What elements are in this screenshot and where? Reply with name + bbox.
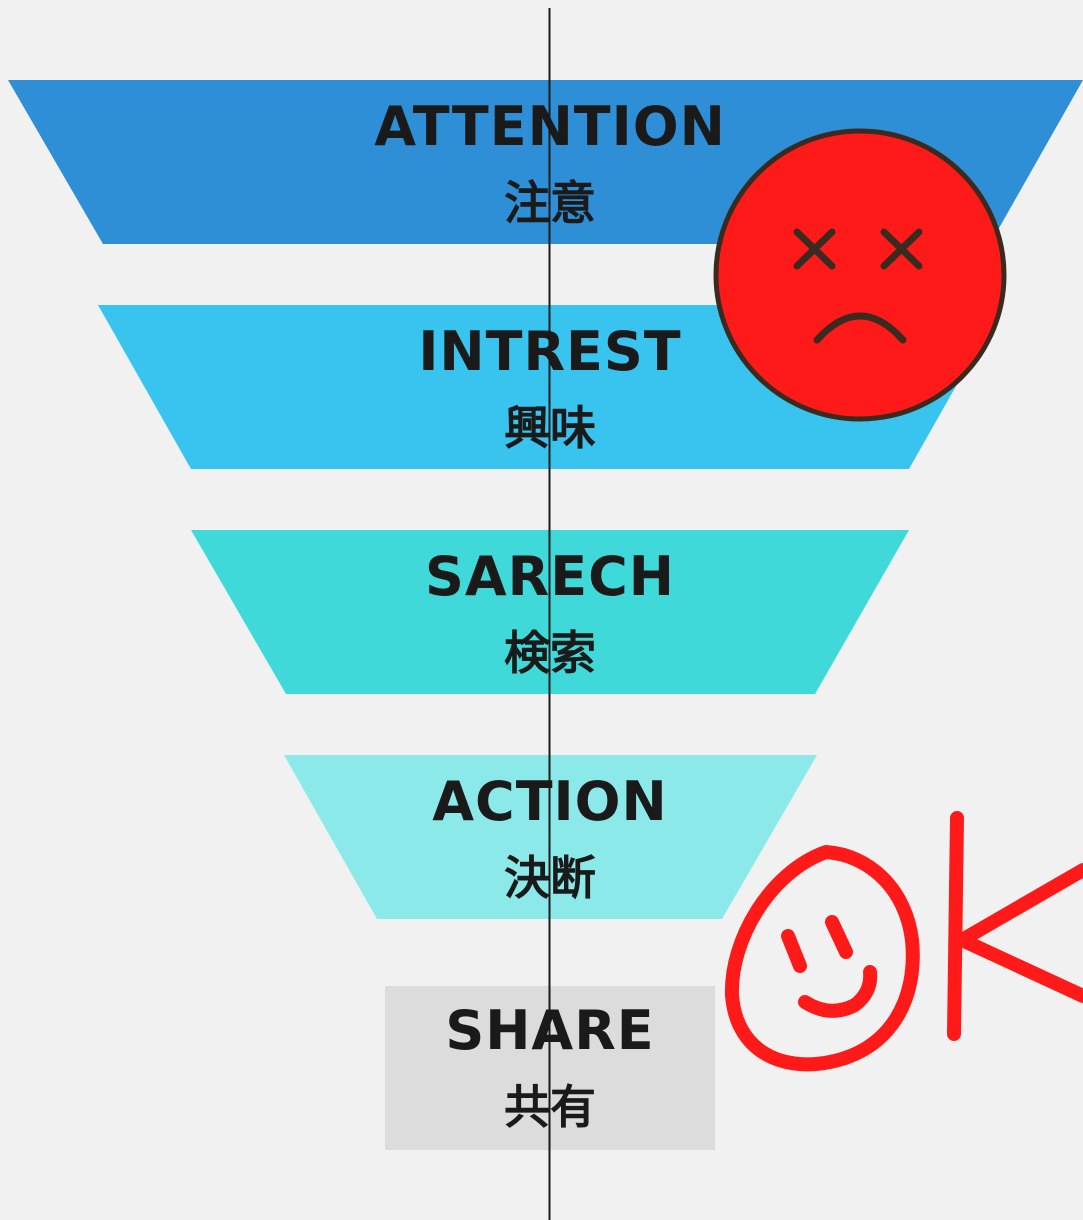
stage-label-search: SARECH 検索 — [350, 545, 750, 680]
stage-title-en: ATTENTION — [374, 95, 726, 158]
stage-label-interest: INTREST 興味 — [350, 320, 750, 455]
stage-title-ja: 検索 — [504, 626, 596, 680]
stage-label-share: SHARE 共有 — [350, 999, 750, 1134]
stage-label-attention: ATTENTION 注意 — [350, 95, 750, 230]
stage-title-en: INTREST — [418, 320, 682, 383]
stage-title-ja: 共有 — [504, 1080, 596, 1134]
stage-label-action: ACTION 決断 — [350, 770, 750, 905]
stage-title-ja: 注意 — [504, 176, 596, 230]
stage-title-en: SHARE — [445, 999, 655, 1062]
stage-title-en: ACTION — [432, 770, 668, 833]
dizzy-sad-face-icon — [713, 128, 1007, 422]
smiling-ok-doodle-icon — [724, 811, 1083, 1072]
stage-title-ja: 興味 — [504, 401, 596, 455]
stage-title-en: SARECH — [425, 545, 675, 608]
stage-title-ja: 決断 — [504, 851, 596, 905]
